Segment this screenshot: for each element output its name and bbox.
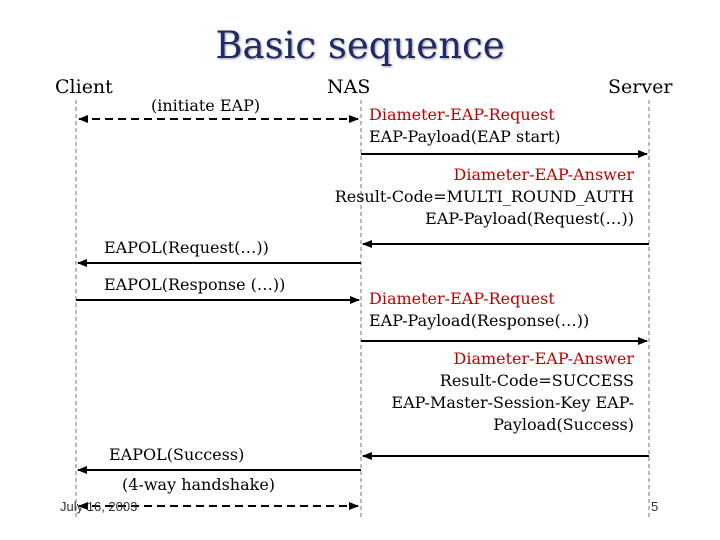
eap-request-response-label: Diameter-EAP-Request EAP-Payload(Respons… xyxy=(369,288,589,332)
page-title: Basic sequence xyxy=(215,24,505,67)
footer-page-number: 5 xyxy=(651,499,659,514)
label-line: Result-Code=MULTI_ROUND_AUTH xyxy=(334,187,634,206)
label-line: Result-Code=SUCCESS xyxy=(439,371,634,390)
actor-server: Server xyxy=(608,76,673,98)
label-line: EAP-Payload(EAP start) xyxy=(369,127,561,146)
eapol-response-label: EAPOL(Response (…)) xyxy=(104,275,286,294)
four-way-handshake-label: (4-way handshake) xyxy=(122,475,276,494)
label-line: EAP-Payload(Request(…)) xyxy=(425,209,634,228)
label-line: Diameter-EAP-Answer xyxy=(453,349,635,368)
label-line: EAP-Master-Session-Key EAP- xyxy=(391,393,634,412)
eap-request-start-label: Diameter-EAP-Request EAP-Payload(EAP sta… xyxy=(369,104,561,148)
label-line: Diameter-EAP-Request xyxy=(369,289,555,308)
initiate-eap-label: (initiate EAP) xyxy=(151,96,261,115)
actor-nas: NAS xyxy=(327,76,371,98)
footer-date: July 16, 2003 xyxy=(60,499,138,514)
label-line: Diameter-EAP-Answer xyxy=(453,165,635,184)
label-line: EAP-Payload(Response(…)) xyxy=(369,311,590,330)
eap-answer-multiround-label: Diameter-EAP-Answer Result-Code=MULTI_RO… xyxy=(335,164,634,230)
eapol-request-label: EAPOL(Request(…)) xyxy=(104,238,269,257)
label-line: Payload(Success) xyxy=(493,415,634,434)
eap-answer-success-label: Diameter-EAP-Answer Result-Code=SUCCESS … xyxy=(391,348,634,436)
actor-client: Client xyxy=(55,76,113,98)
label-line: Diameter-EAP-Request xyxy=(369,105,555,124)
eapol-success-label: EAPOL(Success) xyxy=(109,445,245,464)
